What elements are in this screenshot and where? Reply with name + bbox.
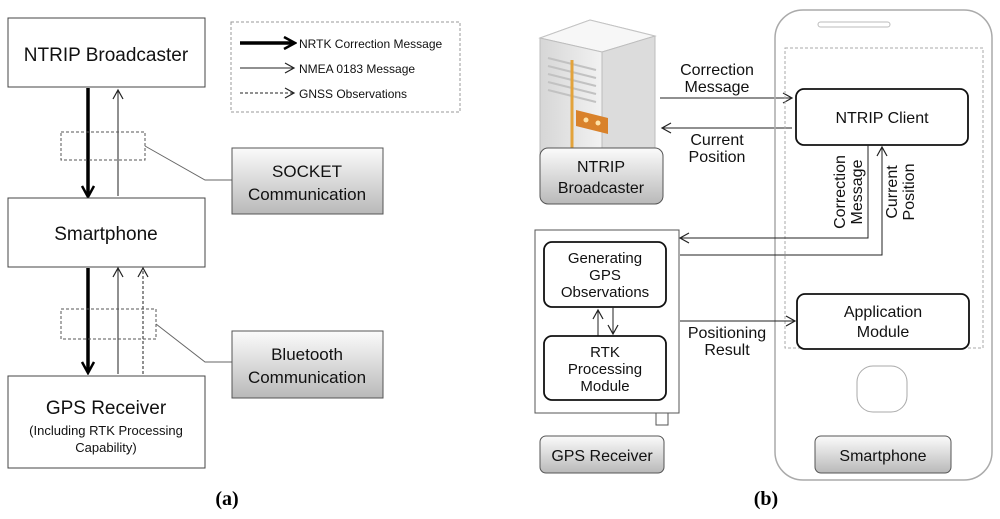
bluetooth-line2: Communication: [248, 368, 366, 387]
ntrip-client-box: NTRIP Client: [795, 88, 969, 146]
positioning-line1: Positioning: [688, 325, 766, 342]
gps-receiver-sub2: Capability): [75, 440, 136, 455]
gps-receiver-device-label: GPS Receiver: [551, 448, 653, 465]
broadcaster-line1: NTRIP: [577, 159, 625, 176]
vertical-position-line1: Current: [884, 165, 901, 219]
socket-connector: [144, 145, 232, 181]
ntrip-client-label: NTRIP Client: [835, 110, 929, 127]
current-position-line2: Position: [689, 149, 746, 166]
legend-gnss-label: GNSS Observations: [299, 87, 407, 101]
bluetooth-line1: Bluetooth: [271, 345, 343, 364]
rtk-processing-module-box: RTK Processing Module: [543, 335, 667, 401]
legend: NRTK Correction Message NMEA 0183 Messag…: [230, 21, 461, 113]
rtk-line3: Module: [580, 378, 629, 395]
vertical-correction-line2: Message: [849, 159, 866, 224]
generating-gps-observations-box: Generating GPS Observations: [543, 241, 667, 308]
caption-b: (b): [754, 488, 778, 510]
positioning-line2: Result: [704, 342, 750, 359]
rtk-line1: RTK: [590, 344, 620, 361]
caption-a: (a): [215, 488, 238, 510]
position-to-client-arrow: [680, 145, 888, 256]
vertical-correction-line1: Correction: [832, 155, 849, 229]
correction-message-line2: Message: [685, 79, 750, 96]
correction-to-receiver-arrow: [678, 145, 869, 244]
gps-receiver-sub1: (Including RTK Processing: [29, 423, 183, 438]
legend-nmea-label: NMEA 0183 Message: [299, 62, 415, 76]
smartphone-label-box: Smartphone: [814, 435, 952, 474]
panel-a: NTRIP Broadcaster NRTK Correction Messag…: [7, 17, 461, 510]
bluetooth-region: [60, 308, 157, 340]
bluetooth-communication-callout: Bluetooth Communication: [231, 330, 384, 399]
ntrip-broadcaster-box: NTRIP Broadcaster: [7, 17, 206, 88]
smartphone-frame: [774, 9, 993, 481]
socket-line2: Communication: [248, 185, 366, 204]
smartphone-box: Smartphone: [7, 197, 206, 268]
gps-receiver-box: GPS Receiver (Including RTK Processing C…: [7, 375, 206, 469]
rtk-line2: Processing: [568, 361, 642, 378]
smartphone-label: Smartphone: [54, 224, 158, 245]
current-position-line1: Current: [690, 132, 744, 149]
home-button-icon: [856, 365, 908, 413]
application-line2: Module: [857, 324, 910, 341]
ntrip-broadcaster-label: NTRIP Broadcaster: [24, 45, 189, 66]
application-line1: Application: [844, 304, 922, 321]
legend-nrtk-label: NRTK Correction Message: [299, 37, 442, 51]
ntrip-broadcaster-label-box: NTRIP Broadcaster: [539, 147, 664, 205]
bluetooth-connector: [155, 323, 232, 363]
gps-receiver-label-box: GPS Receiver: [539, 435, 665, 474]
smartphone-device-label: Smartphone: [839, 448, 926, 465]
correction-message-line1: Correction: [680, 62, 754, 79]
application-module-box: Application Module: [796, 293, 970, 350]
vertical-position-line2: Position: [901, 164, 918, 221]
socket-region: [60, 131, 146, 161]
socket-communication-callout: SOCKET Communication: [231, 147, 384, 215]
socket-line1: SOCKET: [272, 162, 342, 181]
panel-b: NTRIP Broadcaster Correction Message Cur…: [534, 9, 993, 510]
generating-line2: GPS: [589, 267, 621, 284]
broadcaster-line2: Broadcaster: [558, 180, 645, 197]
gps-receiver-label: GPS Receiver: [46, 398, 167, 419]
generating-line1: Generating: [568, 250, 642, 267]
generating-line3: Observations: [561, 284, 649, 301]
